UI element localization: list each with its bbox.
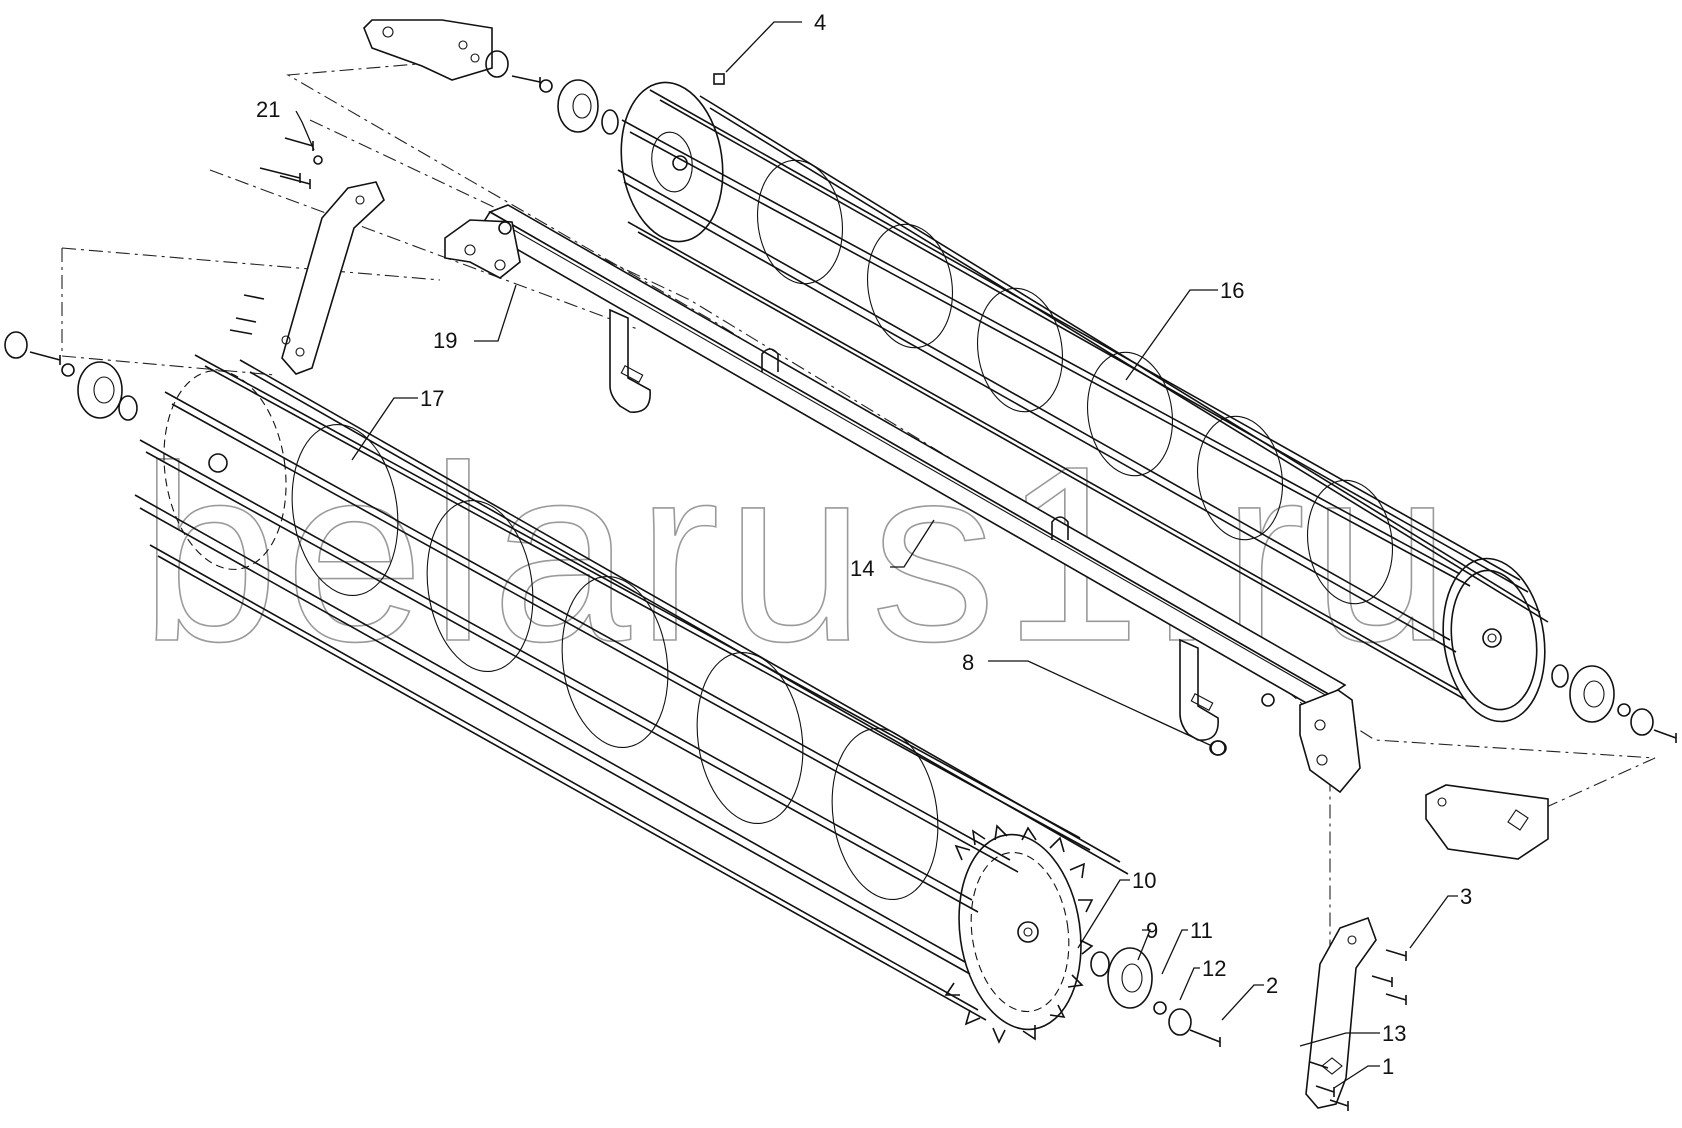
frame-tube	[444, 204, 1361, 794]
callout-16: 16	[1220, 278, 1244, 303]
callout-4: 4	[814, 10, 826, 35]
callout-11: 11	[1190, 918, 1213, 943]
callout-10: 10	[1132, 868, 1156, 893]
callout-17: 17	[420, 386, 444, 411]
callout-13: 13	[1382, 1021, 1406, 1046]
bolt-group-21	[259, 137, 323, 189]
leader-lines	[295, 21, 1458, 1089]
fastener-8	[1209, 740, 1227, 756]
callout-2: 2	[1266, 973, 1278, 998]
upper-roller	[617, 81, 1549, 723]
callout-8: 8	[962, 650, 974, 675]
callout-labels: 4 21 19 16 17 14 8 10 9 11 12 2 3 13 1	[256, 10, 1472, 1079]
bearing-set-top-left	[363, 19, 619, 135]
bracket-left	[229, 181, 385, 375]
bearing-set-left	[4, 331, 138, 421]
callout-19: 19	[433, 328, 457, 353]
bearing-set-upper-right	[1425, 664, 1677, 860]
fastener-4	[713, 73, 725, 85]
callout-1: 1	[1382, 1054, 1394, 1079]
callout-12: 12	[1202, 956, 1226, 981]
callout-3: 3	[1460, 884, 1472, 909]
lower-roller	[134, 354, 1129, 1044]
callout-21: 21	[256, 97, 280, 122]
callout-14: 14	[850, 556, 874, 581]
callout-9: 9	[1146, 918, 1158, 943]
bearing-set-lower-right	[1090, 947, 1221, 1047]
bracket-right	[1305, 916, 1377, 1109]
bolt-group-3	[1309, 949, 1407, 1111]
